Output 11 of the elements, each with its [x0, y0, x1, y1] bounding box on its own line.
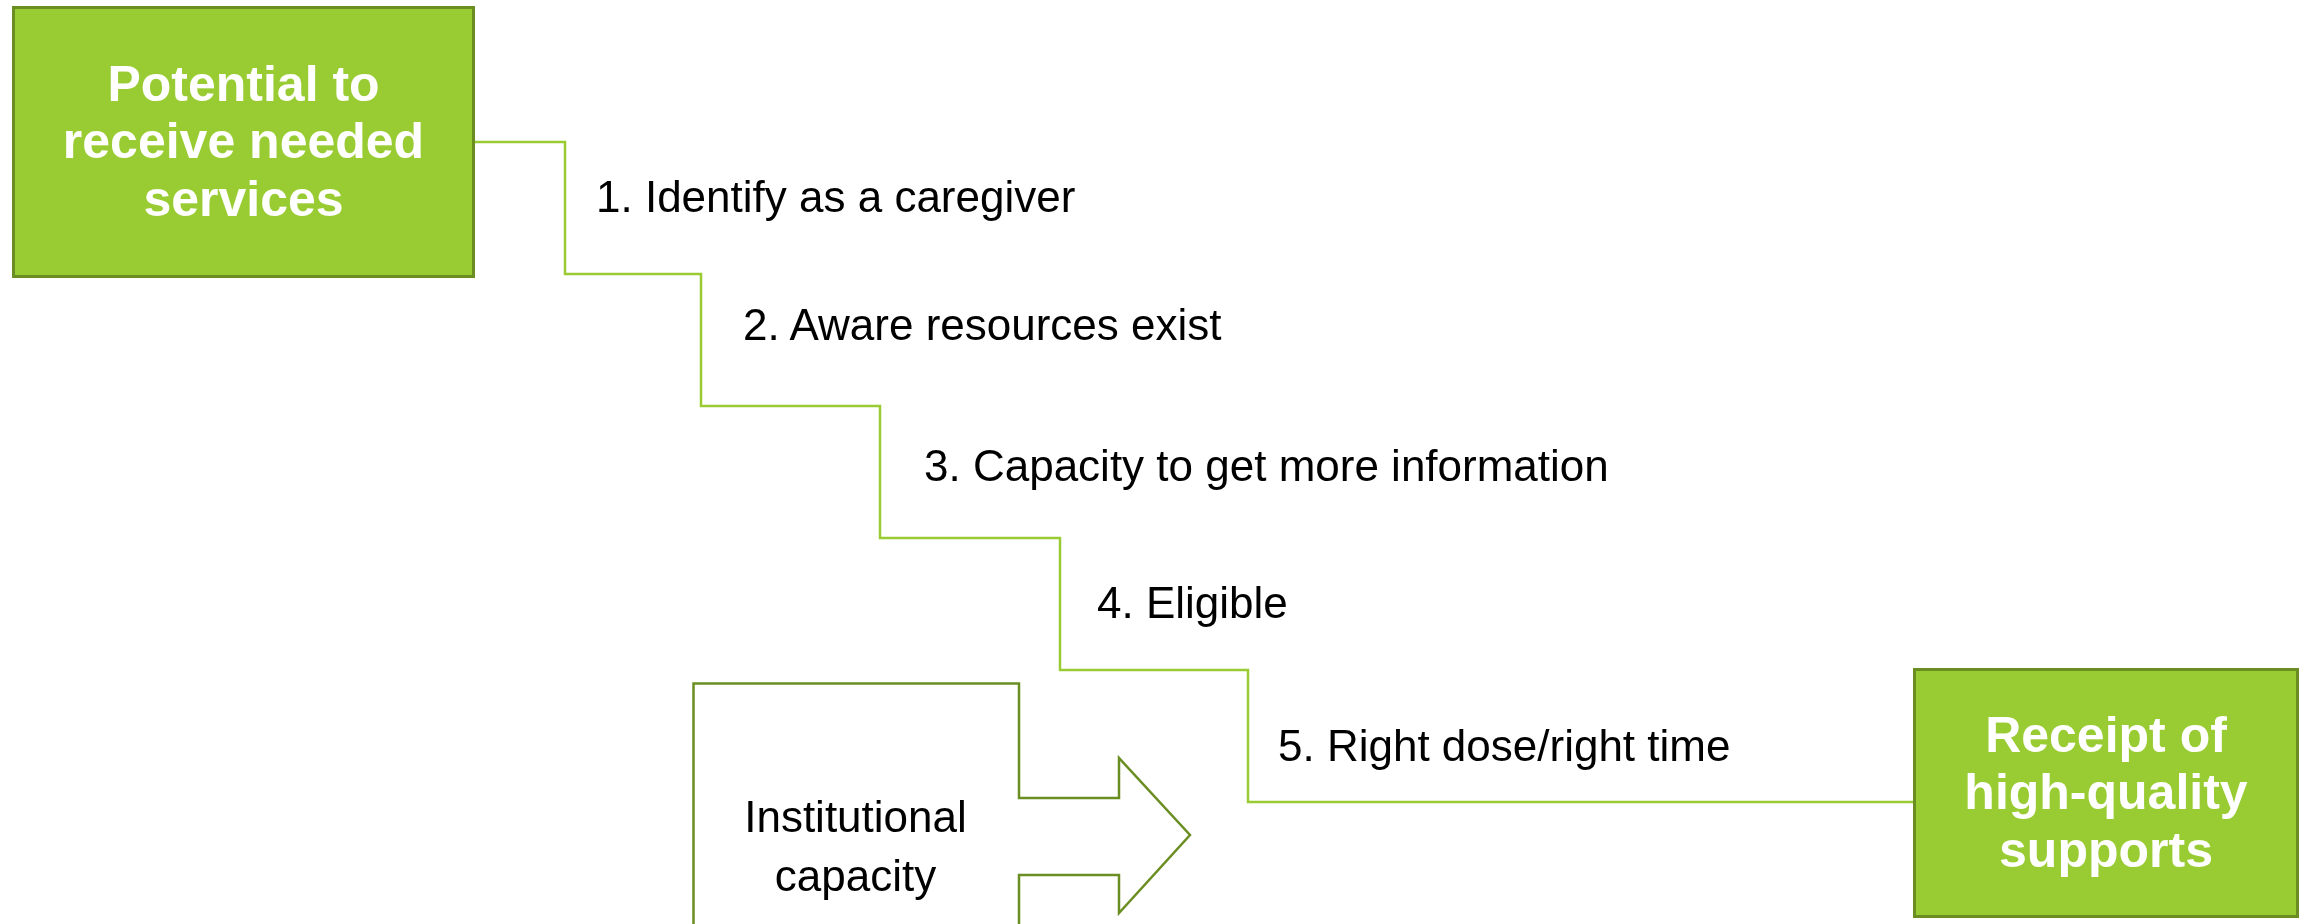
step-label: 5. Right dose/right time	[1278, 721, 1731, 771]
connector-line	[475, 140, 1913, 804]
step-label: 2. Aware resources exist	[743, 300, 1222, 350]
box-label: Receipt of high-quality supports	[1963, 706, 2249, 880]
shape-label: Institutional capacity	[743, 791, 968, 903]
step-label: 3. Capacity to get more information	[924, 441, 1609, 491]
process-box	[1913, 668, 2299, 918]
step-label: 4. Eligible	[1097, 578, 1288, 628]
process-box	[12, 6, 475, 278]
box-label: Potential to receive needed services	[61, 55, 426, 229]
step-label: 1. Identify as a caregiver	[596, 172, 1076, 222]
